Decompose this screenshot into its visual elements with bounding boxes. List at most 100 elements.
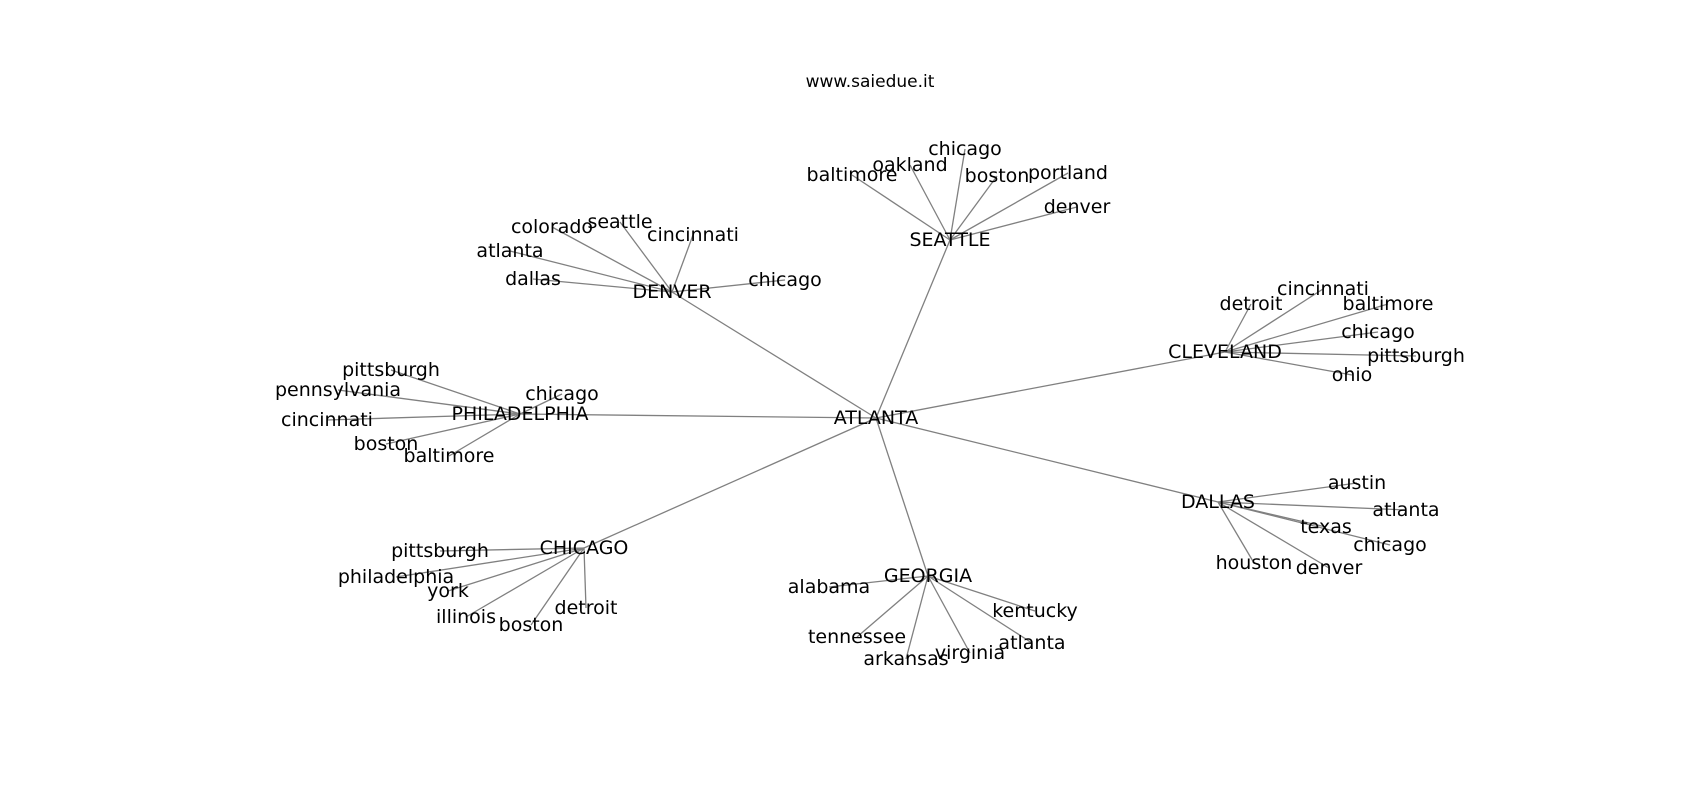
edge-georgia-alabama (828, 575, 929, 588)
node-georgia-atlanta: atlanta (998, 632, 1065, 654)
node-chicago-detroit: detroit (555, 597, 618, 619)
edge-root-georgia (875, 417, 929, 577)
node-georgia-virginia: virginia (935, 642, 1005, 664)
edge-cleveland-chicago (1224, 331, 1379, 353)
edge-cleveland-detroit (1224, 303, 1252, 353)
edge-cleveland-ohio (1224, 351, 1353, 376)
edge-seattle-oakland (909, 164, 951, 241)
edge-seattle-chicago (949, 148, 966, 241)
edge-root-denver (671, 291, 877, 419)
edge-denver-chicago (671, 279, 786, 293)
node-seattle-baltimore: baltimore (807, 164, 898, 186)
edge-cleveland-pittsburgh (1224, 351, 1417, 357)
edge-chicago-detroit (583, 547, 587, 609)
node-denver-colorado: colorado (511, 216, 593, 238)
node-dallas-houston: houston (1216, 552, 1293, 574)
edge-denver-seattle (619, 221, 673, 293)
node-seattle-portland: portland (1028, 162, 1108, 184)
edge-seattle-denver (949, 206, 1078, 241)
node-cleveland-pittsburgh: pittsburgh (1367, 345, 1465, 367)
node-chicago-philadelphia: philadelphia (338, 566, 454, 588)
node-cleveland-detroit: detroit (1220, 293, 1283, 315)
node-cleveland-baltimore: baltimore (1343, 293, 1434, 315)
edge-denver-colorado (551, 226, 673, 293)
node-denver-cincinnati: cincinnati (647, 224, 739, 246)
node-hub-chicago: CHICAGO (540, 537, 629, 559)
node-chicago-illinois: illinois (436, 606, 496, 628)
node-dallas-austin: austin (1328, 472, 1386, 494)
node-georgia-tennessee: tennessee (808, 626, 906, 648)
page-title: www.saiedue.it (806, 72, 935, 92)
node-philadelphia-chicago: chicago (525, 383, 599, 405)
node-dallas-chicago: chicago (1353, 534, 1427, 556)
node-hub-philadelphia: PHILADELPHIA (452, 403, 589, 425)
node-georgia-alabama: alabama (788, 576, 870, 598)
edge-chicago-philadelphia (395, 547, 585, 578)
node-dallas-texas: texas (1300, 516, 1352, 538)
edge-seattle-boston (949, 175, 998, 241)
node-philadelphia-pittsburgh: pittsburgh (342, 359, 440, 381)
node-philadelphia-cincinnati: cincinnati (281, 409, 373, 431)
edge-georgia-atlanta (927, 575, 1033, 644)
node-chicago-york: york (427, 580, 469, 602)
node-georgia-arkansas: arkansas (863, 648, 948, 670)
edge-georgia-kentucky (927, 575, 1036, 612)
labels-layer: www.saiedue.it ATLANTASEATTLEbaltimoreoa… (275, 72, 1465, 670)
node-denver-chicago: chicago (748, 269, 822, 291)
edge-chicago-illinois (465, 547, 585, 618)
edge-denver-cincinnati (671, 234, 694, 293)
node-denver-dallas: dallas (505, 268, 561, 290)
node-chicago-boston: boston (499, 614, 564, 636)
edge-chicago-pittsburgh (439, 547, 585, 552)
node-chicago-pittsburgh: pittsburgh (391, 540, 489, 562)
edge-seattle-baltimore (851, 174, 951, 241)
edge-chicago-boston (530, 547, 585, 626)
node-seattle-oakland: oakland (872, 154, 947, 176)
edge-denver-dallas (532, 278, 673, 293)
edge-philadelphia-cincinnati (326, 413, 521, 421)
node-cleveland-chicago: chicago (1341, 321, 1415, 343)
node-georgia-kentucky: kentucky (992, 600, 1078, 622)
edge-philadelphia-boston (385, 413, 521, 445)
node-seattle-denver: denver (1044, 196, 1111, 218)
edge-philadelphia-baltimore (448, 413, 521, 457)
edge-dallas-austin (1217, 482, 1358, 503)
node-cleveland-ohio: ohio (1332, 364, 1373, 386)
node-cleveland-cincinnati: cincinnati (1277, 278, 1369, 300)
edge-philadelphia-pittsburgh (390, 369, 521, 415)
node-hub-denver: DENVER (632, 281, 711, 303)
node-dallas-atlanta: atlanta (1372, 499, 1439, 521)
edge-dallas-atlanta (1217, 501, 1407, 511)
edge-denver-atlanta (509, 250, 673, 293)
edge-georgia-virginia (927, 575, 971, 654)
node-dallas-denver: denver (1296, 557, 1363, 579)
node-denver-seattle: seattle (587, 211, 652, 233)
edge-cleveland-cincinnati (1224, 288, 1324, 353)
edge-root-cleveland (875, 351, 1226, 419)
node-hub-georgia: GEORGIA (884, 565, 972, 587)
edge-root-seattle (875, 239, 951, 419)
edge-root-dallas (875, 417, 1219, 503)
edge-georgia-tennessee (856, 575, 929, 638)
edge-georgia-arkansas (905, 575, 929, 660)
node-seattle-chicago: chicago (928, 138, 1002, 160)
edge-dallas-denver (1217, 501, 1330, 569)
node-philadelphia-boston: boston (354, 433, 419, 455)
node-hub-cleveland: CLEVELAND (1168, 341, 1282, 363)
edge-cleveland-baltimore (1224, 303, 1389, 353)
node-denver-atlanta: atlanta (476, 240, 543, 262)
edge-root-chicago (583, 417, 877, 549)
edge-chicago-york (447, 547, 585, 592)
node-philadelphia-baltimore: baltimore (404, 445, 495, 467)
node-hub-dallas: DALLAS (1181, 491, 1255, 513)
edge-philadelphia-chicago (519, 393, 563, 415)
node-philadelphia-pennsylvania: pennsylvania (275, 379, 401, 401)
node-seattle-boston: boston (965, 165, 1030, 187)
edge-root-philadelphia (519, 413, 877, 419)
node-root: ATLANTA (834, 407, 919, 429)
edges-layer (326, 148, 1417, 660)
edge-seattle-portland (949, 172, 1069, 241)
node-hub-seattle: SEATTLE (909, 229, 990, 251)
edge-dallas-houston (1217, 501, 1255, 564)
